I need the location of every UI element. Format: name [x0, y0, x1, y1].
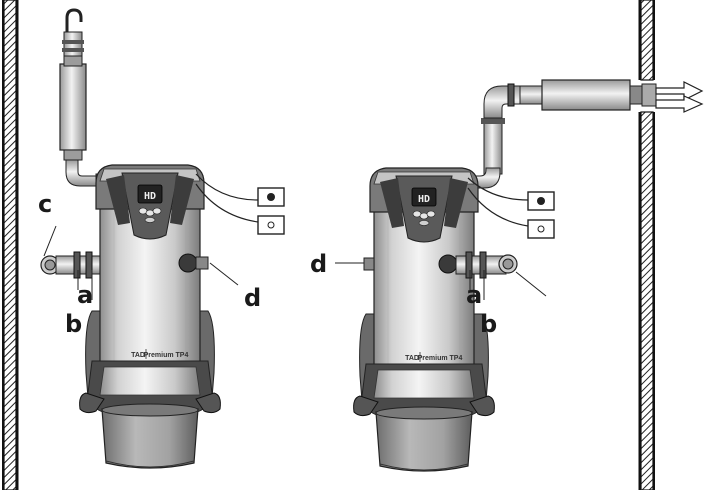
label-d-left: d — [244, 284, 261, 312]
right-exhaust-assembly — [457, 79, 657, 191]
left-leader-lines — [43, 225, 239, 300]
left-brand-logo: TAD — [131, 352, 145, 359]
label-c: c — [38, 190, 52, 218]
exhaust-outflow-arrows — [655, 81, 704, 113]
left-wall-sockets — [195, 173, 285, 235]
label-d-right: d — [310, 250, 327, 278]
right-wall — [638, 0, 655, 490]
left-vacuum-unit: HD TAD Premium TP4 — [78, 164, 221, 469]
right-leader-lines — [335, 262, 547, 300]
left-inlet-pipe — [40, 251, 103, 279]
left-exhaust-assembly — [59, 8, 111, 189]
label-b-right: b — [480, 310, 497, 338]
left-wall — [2, 0, 19, 490]
label-a-left: a — [77, 281, 93, 309]
left-display-text: HD — [144, 191, 156, 202]
right-inlet-pipe — [455, 251, 518, 279]
right-wall-sockets — [467, 177, 555, 239]
right-display-text: HD — [418, 194, 430, 205]
label-b-left: b — [65, 310, 82, 338]
right-model-text: Premium TP4 — [418, 355, 463, 362]
left-model-text: Premium TP4 — [144, 352, 189, 359]
right-brand-logo: TAD — [405, 355, 419, 362]
right-vacuum-unit: HD TAD Premium TP4 — [353, 167, 495, 472]
label-a-right: a — [466, 281, 482, 309]
